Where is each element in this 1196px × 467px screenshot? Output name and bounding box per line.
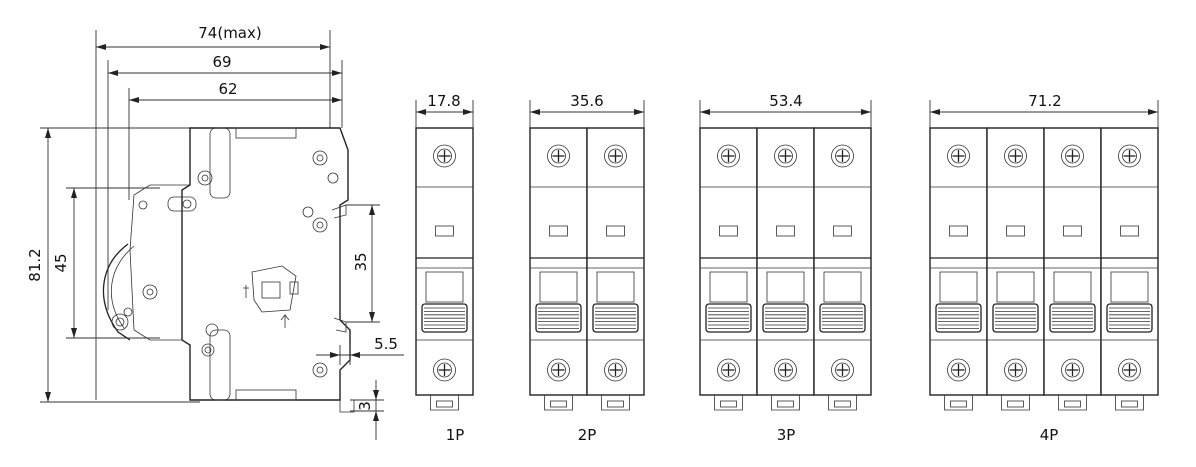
dim-height-handle-label: 45 — [52, 253, 70, 272]
pole-unit — [586, 127, 645, 411]
side-body — [102, 127, 351, 401]
terminal-screw-icon — [774, 358, 797, 382]
module-3p-pole-label: 3P — [777, 426, 796, 444]
module-4p — [929, 100, 1159, 411]
pole-unit — [756, 127, 815, 411]
pole-unit — [1043, 127, 1102, 411]
dim-rail-offset: 5.5 — [316, 335, 404, 365]
module-4p-pole-label: 4P — [1040, 426, 1059, 444]
pole-unit — [813, 127, 872, 411]
toggle-handle — [535, 303, 582, 333]
din-rail-clip — [601, 395, 630, 411]
dim-rail-height-label: 35 — [352, 252, 370, 271]
dim-foot: 3 — [339, 380, 384, 440]
pole-unit — [986, 127, 1045, 411]
terminal-screw-icon — [547, 144, 570, 168]
toggle-handle — [705, 303, 752, 333]
din-rail-clip — [771, 395, 800, 411]
din-rail-clip — [1058, 395, 1087, 411]
terminal-screw-icon — [433, 144, 456, 168]
pole-unit — [529, 127, 588, 411]
module-2p-width-dim — [529, 100, 645, 128]
indicator-window — [833, 225, 852, 237]
module-2p — [529, 100, 645, 411]
indicator-window — [949, 225, 968, 237]
dim-width-inner-label: 62 — [218, 80, 237, 98]
dim-width-inner: 62 — [128, 80, 342, 200]
toggle-handle — [762, 303, 809, 333]
terminal-screw-icon — [1061, 144, 1084, 168]
module-2p-width-label: 35.6 — [570, 92, 603, 110]
din-rail-clip — [714, 395, 743, 411]
toggle-handle — [1049, 303, 1096, 333]
dim-rail-offset-label: 5.5 — [374, 335, 398, 353]
dim-height-total-label: 81.2 — [26, 248, 44, 281]
pole-unit — [929, 127, 988, 411]
terminal-screw-icon — [1118, 144, 1141, 168]
dim-height-total: 81.2 — [26, 127, 200, 403]
indicator-window — [435, 225, 454, 237]
terminal-screw-icon — [1004, 358, 1027, 382]
toggle-handle — [421, 303, 468, 333]
terminal-screw-icon — [947, 358, 970, 382]
dim-rail-height: 35 — [346, 204, 380, 323]
din-rail-clip — [828, 395, 857, 411]
terminal-screw-icon — [831, 358, 854, 382]
terminal-screw-icon — [1061, 358, 1084, 382]
din-rail-clip — [944, 395, 973, 411]
toggle-handle — [592, 303, 639, 333]
terminal-screw-icon — [717, 144, 740, 168]
toggle-handle — [819, 303, 866, 333]
indicator-window — [549, 225, 568, 237]
module-1p-pole-label: 1P — [446, 426, 465, 444]
front-views — [415, 100, 1159, 411]
side-view: 74(max) 69 62 81.2 — [26, 24, 404, 440]
toggle-handle — [1106, 303, 1153, 333]
terminal-screw-icon — [831, 144, 854, 168]
indicator-window — [1006, 225, 1025, 237]
dim-width-max-label: 74(max) — [198, 24, 261, 42]
indicator-window — [1120, 225, 1139, 237]
pole-unit — [699, 127, 758, 411]
terminal-screw-icon — [947, 144, 970, 168]
terminal-screw-icon — [1004, 144, 1027, 168]
indicator-window — [1063, 225, 1082, 237]
toggle-handle — [992, 303, 1039, 333]
terminal-screw-icon — [604, 358, 627, 382]
din-rail-clip — [1001, 395, 1030, 411]
din-rail-clip — [1115, 395, 1144, 411]
indicator-window — [719, 225, 738, 237]
module-2p-pole-label: 2P — [578, 426, 597, 444]
indicator-window — [606, 225, 625, 237]
din-rail-clip — [544, 395, 573, 411]
dim-height-handle: 45 — [52, 187, 160, 339]
module-3p-width-dim — [699, 100, 872, 128]
module-1p-width-dim — [415, 100, 474, 128]
terminal-screw-icon — [433, 358, 456, 382]
terminal-screw-icon — [1118, 358, 1141, 382]
terminal-screw-icon — [774, 144, 797, 168]
pole-unit — [415, 127, 474, 411]
terminal-screw-icon — [717, 358, 740, 382]
toggle-handle — [935, 303, 982, 333]
pole-unit — [1100, 127, 1159, 411]
terminal-screw-icon — [604, 144, 627, 168]
dim-width-mid-label: 69 — [212, 53, 231, 71]
module-4p-width-label: 71.2 — [1028, 92, 1061, 110]
module-3p-width-label: 53.4 — [769, 92, 802, 110]
module-4p-width-dim — [929, 100, 1159, 128]
module-3p — [699, 100, 872, 411]
dim-foot-label: 3 — [356, 401, 374, 411]
indicator-window — [776, 225, 795, 237]
module-1p — [415, 100, 474, 411]
terminal-screw-icon — [547, 358, 570, 382]
din-rail-clip — [430, 395, 459, 411]
module-1p-width-label: 17.8 — [427, 92, 460, 110]
